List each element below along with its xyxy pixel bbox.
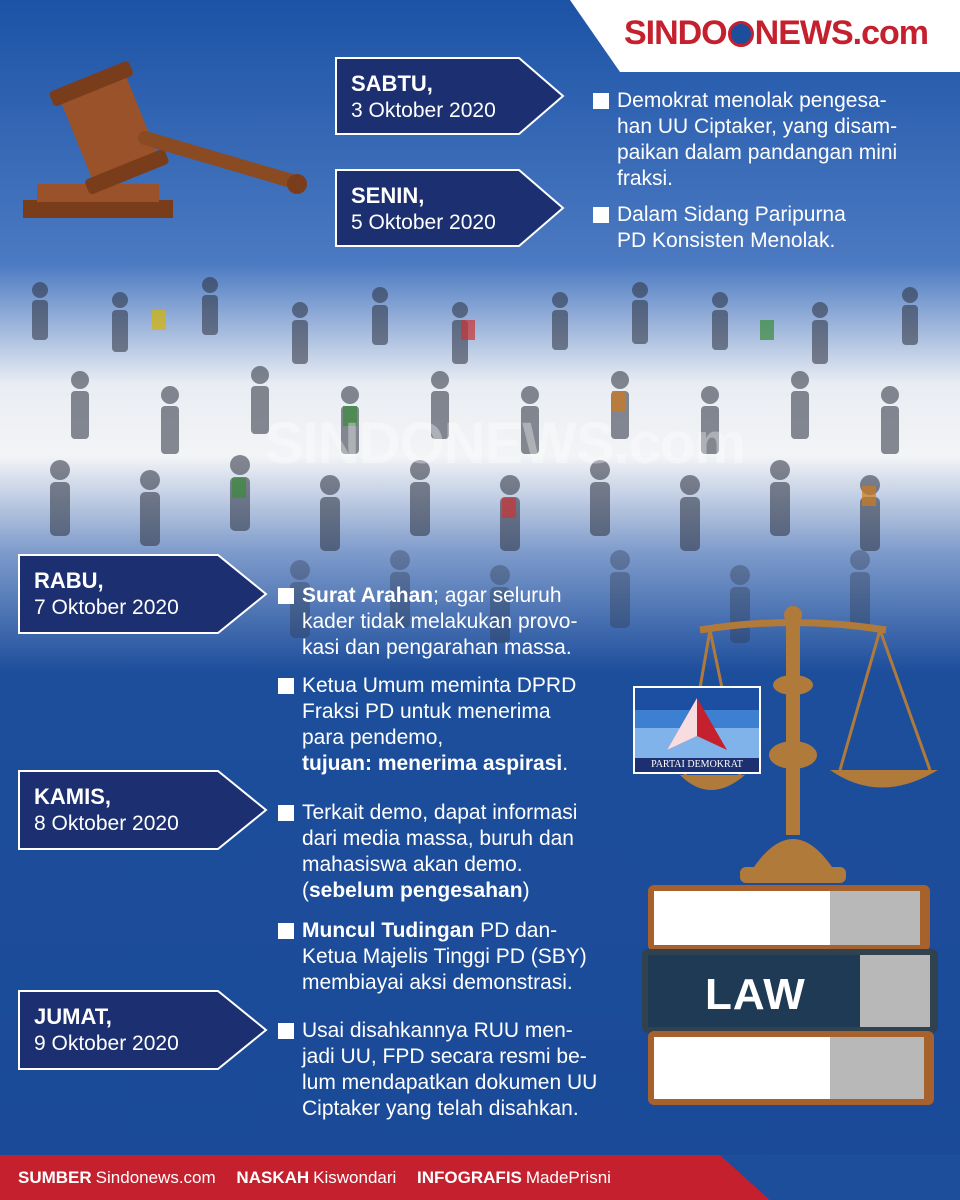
event-line: Dalam Sidang Paripurna — [617, 203, 846, 226]
event-line: lum mendapatkan dokumen UU — [302, 1071, 598, 1094]
watermark: SINDONEWS.com — [265, 411, 746, 476]
event-line: Usai disahkannya RUU men- — [302, 1019, 573, 1042]
event-text: Usai disahkannya RUU men- jadi UU, FPD s… — [302, 1018, 618, 1122]
arrow-tag-shape — [18, 554, 268, 634]
footer-naskah-value: Kiswondari — [313, 1168, 397, 1187]
date-tag-day: SENIN, — [351, 183, 425, 208]
footer-sumber-value: Sindonews.com — [95, 1168, 216, 1187]
arrow-tag-shape — [335, 57, 565, 135]
arrow-tag-shape — [18, 990, 268, 1070]
event-line: ( — [302, 879, 309, 902]
event-line: Ketua Umum meminta DPRD — [302, 674, 577, 697]
event-text: Terkait demo, dapat informasi dari media… — [302, 800, 608, 904]
square-bullet-icon — [278, 678, 294, 694]
event-line: fraksi. — [617, 167, 674, 190]
sindonews-logo: SINDO NEWS.com — [623, 14, 929, 53]
event-line: kader tidak melakukan provo- — [302, 610, 578, 633]
event-line: kasi dan pengarahan massa. — [302, 636, 572, 659]
event-sabtu: Demokrat menolak pengesa- han UU Ciptake… — [593, 88, 933, 192]
event-line: han UU Ciptaker, yang disam- — [617, 115, 898, 138]
date-tag-rabu: RABU, 7 Oktober 2020 — [18, 554, 268, 634]
date-tag-day: RABU, — [34, 568, 104, 593]
party-label: PARTAI DEMOKRAT — [635, 758, 759, 772]
event-line: ; agar seluruh — [433, 584, 562, 607]
square-bullet-icon — [593, 93, 609, 109]
event-line: Terkait demo, dapat informasi — [302, 801, 578, 824]
event-text: Ketua Umum meminta DPRD Fraksi PD untuk … — [302, 673, 608, 777]
law-books-illustration — [642, 885, 938, 1105]
logo-news: NEWS — [754, 14, 854, 52]
date-tag-date: 9 Oktober 2020 — [34, 1032, 179, 1055]
footer-infografis-value: MadePrisni — [525, 1168, 611, 1187]
crowd-illustration — [32, 277, 918, 643]
event-line: ) — [522, 879, 530, 902]
gavel-icon — [23, 61, 307, 218]
event-text: Muncul Tudingan PD dan- Ketua Majelis Ti… — [302, 918, 618, 996]
square-bullet-icon — [278, 588, 294, 604]
arrow-tag-shape — [335, 169, 565, 247]
event-line: . — [562, 752, 569, 775]
event-rabu-1: Surat Arahan; agar seluruh kader tidak m… — [278, 583, 608, 661]
event-text: Dalam Sidang Paripurna PD Konsisten Meno… — [617, 202, 933, 254]
partai-demokrat-logo: PARTAI DEMOKRAT — [633, 686, 761, 774]
event-line: Fraksi PD untuk menerima — [302, 700, 551, 723]
date-tag-date: 5 Oktober 2020 — [351, 211, 496, 234]
square-bullet-icon — [278, 1023, 294, 1039]
footer-sumber-label: SUMBER — [18, 1168, 92, 1187]
event-line: Ketua Majelis Tinggi PD (SBY) — [302, 945, 587, 968]
event-kamis-2: Muncul Tudingan PD dan- Ketua Majelis Ti… — [278, 918, 618, 996]
square-bullet-icon — [593, 207, 609, 223]
law-label: LAW — [705, 970, 806, 1019]
event-text: Demokrat menolak pengesa- han UU Ciptake… — [617, 88, 933, 192]
event-highlight: sebelum pengesahan — [309, 879, 523, 902]
date-tag-day: JUMAT, — [34, 1004, 112, 1029]
arrow-tag-shape — [18, 770, 268, 850]
date-tag-date: 7 Oktober 2020 — [34, 596, 179, 619]
logo-sindo: SINDO — [623, 14, 728, 52]
event-line: para pendemo, — [302, 726, 444, 749]
logo-banner — [570, 0, 960, 72]
demokrat-star-icon — [635, 688, 759, 758]
event-line: mahasiswa akan demo. — [302, 853, 523, 876]
date-tag-jumat: JUMAT, 9 Oktober 2020 — [18, 990, 268, 1070]
date-tag-kamis: KAMIS, 8 Oktober 2020 — [18, 770, 268, 850]
date-tag-day: SABTU, — [351, 71, 433, 96]
date-tag-day: KAMIS, — [34, 784, 111, 809]
event-line: membiayai aksi demonstrasi. — [302, 971, 573, 994]
event-highlight: Surat Arahan — [302, 584, 434, 607]
event-line: Ciptaker yang telah disahkan. — [302, 1097, 579, 1120]
square-bullet-icon — [278, 805, 294, 821]
event-line: dari media massa, buruh dan — [302, 827, 574, 850]
scales-of-justice-icon — [680, 606, 938, 883]
footer-infografis-label: INFOGRAFIS — [417, 1168, 522, 1187]
event-jumat: Usai disahkannya RUU men- jadi UU, FPD s… — [278, 1018, 618, 1122]
date-tag-date: 8 Oktober 2020 — [34, 812, 179, 835]
logo-globe-icon — [727, 21, 754, 47]
event-line: PD dan- — [474, 919, 558, 942]
event-line: Demokrat menolak pengesa- — [617, 89, 887, 112]
footer-naskah-label: NASKAH — [236, 1168, 310, 1187]
date-tag-sabtu: SABTU, 3 Oktober 2020 — [335, 57, 565, 135]
square-bullet-icon — [278, 923, 294, 939]
event-senin: Dalam Sidang Paripurna PD Konsisten Meno… — [593, 202, 933, 254]
footer-bar — [0, 1155, 960, 1200]
event-highlight: Muncul Tudingan — [302, 919, 475, 942]
date-tag-senin: SENIN, 5 Oktober 2020 — [335, 169, 565, 247]
event-text: Surat Arahan; agar seluruh kader tidak m… — [302, 583, 608, 661]
event-line: PD Konsisten Menolak. — [617, 229, 836, 252]
date-tag-date: 3 Oktober 2020 — [351, 99, 496, 122]
logo-com: .com — [852, 14, 929, 52]
event-line: jadi UU, FPD secara resmi be- — [302, 1045, 587, 1068]
event-highlight: tujuan: menerima aspirasi — [302, 752, 563, 775]
event-rabu-2: Ketua Umum meminta DPRD Fraksi PD untuk … — [278, 673, 608, 777]
event-kamis-1: Terkait demo, dapat informasi dari media… — [278, 800, 608, 904]
event-line: paikan dalam pandangan mini — [617, 141, 898, 164]
crowd-accents — [152, 310, 876, 518]
